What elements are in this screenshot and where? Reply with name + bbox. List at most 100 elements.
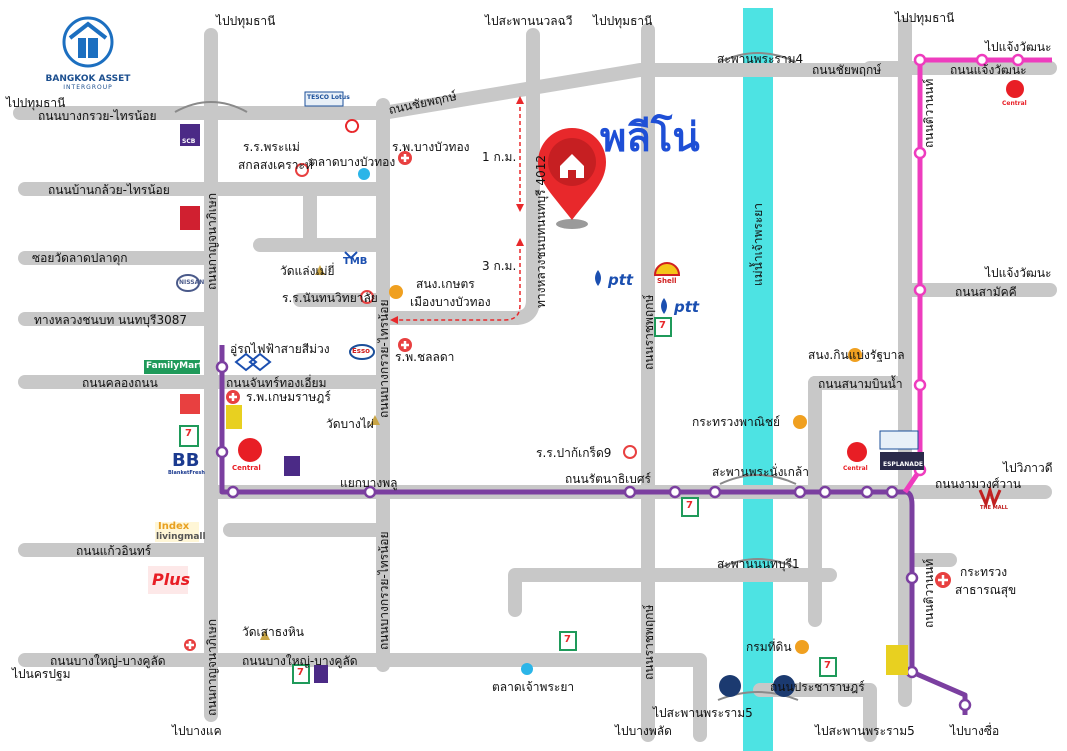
road-label: ถนนชัยพฤกษ์ <box>812 63 882 77</box>
seven-eleven-logo-icon <box>292 664 310 684</box>
road-label-vertical: ถนนบางกรวย-ไทรน้อย <box>377 299 391 418</box>
nissan-brand-text: NISSAN <box>179 279 205 286</box>
place-label: เมืองบางบัวทอง <box>410 295 491 309</box>
place-label: สนง.กินแบ่งรัฐบาล <box>808 348 905 362</box>
purple-station <box>793 485 807 499</box>
tesco-lotus-logo-icon <box>304 91 344 107</box>
bridge-label: สะพานพระราม4 <box>717 52 804 66</box>
bb-sub-text: BlanketFresh <box>168 470 205 476</box>
purple-station <box>215 360 229 374</box>
road-lower-loop <box>508 568 837 617</box>
road-label: ถนนแก้วอินทร์ <box>76 544 152 558</box>
seven-eleven-logo-icon <box>179 425 199 447</box>
bridge-arch-phranangklao <box>719 474 797 485</box>
road-4012 <box>383 28 540 325</box>
direction-label: ไปปทุมธานี <box>216 14 276 28</box>
place-label: อู่รถไฟฟ้าสายสีม่วง <box>230 342 330 356</box>
esplanade-logo-icon <box>880 452 924 470</box>
seven-eleven-logo-icon <box>681 497 699 517</box>
esso-brand-text: Esso <box>352 347 370 355</box>
place-label: ร.พ.บางบัวทอง <box>392 140 470 154</box>
road-label: ถนนบ้านกล้วย-ไทรน้อย <box>48 183 170 197</box>
chao-phraya-river <box>743 8 773 751</box>
big-c-logo-icon <box>180 394 200 414</box>
place-label: กรมที่ดิน <box>746 640 792 654</box>
place-label: ร.พ.เกษมราษฎร์ <box>246 390 331 404</box>
company-logo-icon <box>62 16 114 68</box>
hospital-cross-icon <box>401 154 409 162</box>
bridge-label: สะพานพระนั่งเกล้า <box>712 465 809 479</box>
place-label: ตลาดเจ้าพระยา <box>492 680 575 694</box>
river-label: แม่น้ำเจ้าพระยา <box>751 202 765 286</box>
seven-eleven-brand-text: 7 <box>824 660 831 671</box>
seven-eleven-logo-icon <box>559 631 577 651</box>
direction-label: ไปบางซื่อ <box>950 724 1000 738</box>
purple-station <box>363 485 377 499</box>
purple-station <box>215 445 229 459</box>
hospital-cross-icon <box>938 575 948 585</box>
distance-label: 3 ก.ม. <box>482 259 517 273</box>
direction-label: ไปสะพานพระราม5 <box>653 706 753 720</box>
pier-icon <box>773 675 795 697</box>
seven-eleven-logo-icon <box>819 657 837 677</box>
road-bangkruai-top <box>13 63 912 120</box>
nissan-logo-icon <box>176 274 200 292</box>
purple-station <box>905 665 919 679</box>
bridge-arch-left <box>174 101 248 113</box>
hospital-cross-icon <box>229 393 237 401</box>
pink-station <box>1011 53 1025 67</box>
hospital-cross-icon <box>186 641 194 649</box>
hospital-cross-icon <box>401 341 409 349</box>
purple-station <box>668 485 682 499</box>
purple-station <box>958 698 972 712</box>
road-label-vertical: ถนนติวานนท์ <box>922 78 936 148</box>
road-label: ถนนแจ้งวัฒนะ <box>950 63 1027 77</box>
place-label: ร.ร.ปาก้เกร็ด9 <box>536 446 612 460</box>
direction-label: ไปปทุมธานี <box>6 96 66 110</box>
seven-eleven-brand-text: 7 <box>659 320 666 331</box>
place-label: สนง.เกษตร <box>416 277 475 291</box>
place-label: กระทรวง <box>960 565 1008 579</box>
government-icon <box>848 348 862 362</box>
arrowhead-icon <box>516 238 524 246</box>
seven-eleven-brand-text: 7 <box>564 634 571 645</box>
bb-brand-text: BB <box>172 450 200 471</box>
arrowhead-icon <box>516 204 524 212</box>
tmb-brand-text: TMB <box>343 256 368 267</box>
place-label: ร.พ.ชลลดา <box>395 350 455 364</box>
plus-mall-logo-icon <box>148 566 188 594</box>
purple-station <box>905 571 919 585</box>
central-brand-text: Central <box>843 465 868 472</box>
ptt-brand-text: ptt <box>674 298 700 316</box>
road-pracharat <box>753 683 877 742</box>
road-label: ถนนบางใหญ่-บางคูลัด <box>242 654 358 668</box>
place-label: วัดแล่งเม่ยี่ <box>280 264 335 278</box>
market-icon <box>358 168 370 180</box>
road-label-vertical: ทางหลวงชนบทนนทบุรี 4012 <box>534 155 548 308</box>
ptt-logo-icon <box>595 270 601 286</box>
place-label: สกลสงเคราะห์ <box>238 158 313 172</box>
government-icon <box>793 415 807 429</box>
index-brand-text: Index <box>158 521 190 532</box>
temple-icon <box>260 265 380 640</box>
distance-label: 1 ก.ม. <box>482 150 517 164</box>
house-brand-logo-icon <box>180 206 200 230</box>
road-label: ถนนรัตนาธิเบศร์ <box>565 472 651 486</box>
direction-label: ไปบางพลัด <box>615 724 672 738</box>
purple-station <box>860 485 874 499</box>
place-label: สาธารณสุข <box>955 583 1017 597</box>
place-label: ตลาดบางบัวทอง <box>310 155 396 169</box>
place-label: แยกบางพลู <box>340 476 398 490</box>
project-title: พลีโน่ <box>600 115 700 161</box>
place-label: ร.ร.นันทนวิทยาลัย <box>282 291 378 305</box>
pink-station <box>975 53 989 67</box>
road-label: ทางหลวงชนบท นนทบุรี3087 <box>34 313 187 327</box>
purple-station <box>623 485 637 499</box>
government-icon <box>389 285 403 299</box>
direction-label: ไปวิภาวดี <box>1003 461 1053 475</box>
scb-logo-icon <box>284 456 300 476</box>
depot-logo-icon <box>234 352 272 372</box>
big-c-logo-icon <box>226 405 242 429</box>
road-label-vertical: ถนนกาญจนาภิเษก <box>205 192 219 290</box>
